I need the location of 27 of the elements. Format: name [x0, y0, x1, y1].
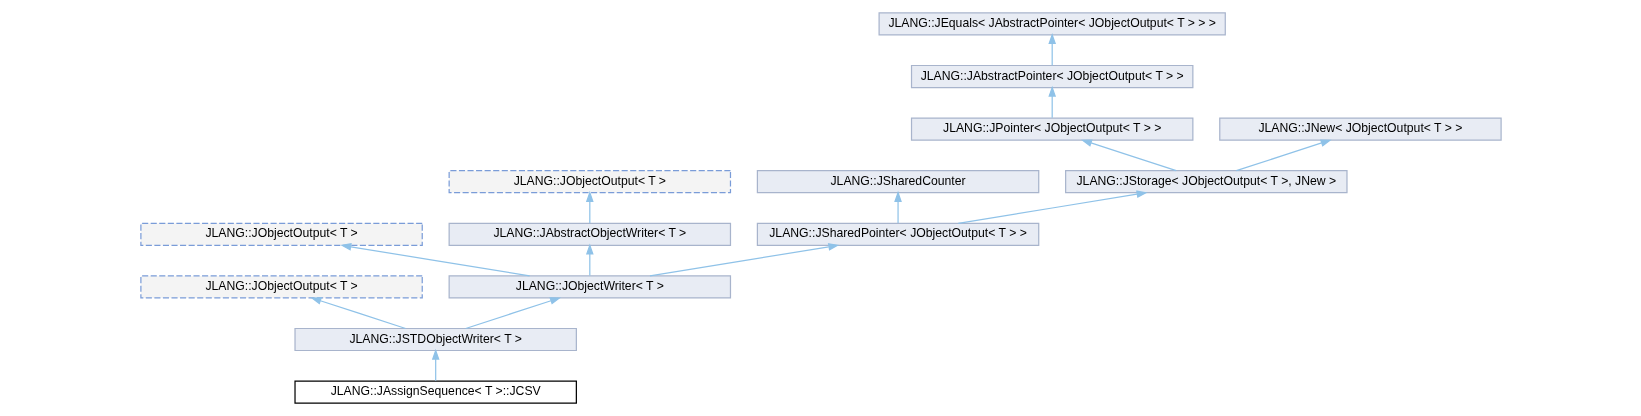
node-box: JLANG::JAbstractPointer< JObjectOutput< T > >	[910, 64, 1193, 89]
arrow	[893, 190, 902, 224]
node-box: JLANG::JObjectWriter< T >	[448, 275, 731, 299]
arrow	[309, 297, 406, 330]
node-box: JLANG::JAbstractObjectWriter< T >	[448, 222, 731, 246]
arrow	[1047, 33, 1056, 66]
node-box: JLANG::JSharedPointer< JObjectOutput< T > >	[756, 222, 1039, 246]
node-box: JLANG::JSharedCounter	[756, 170, 1039, 194]
arrow	[464, 297, 561, 330]
node-box: JLANG::JPointer< JObjectOutput< T > >	[910, 117, 1193, 141]
node-box: JLANG::JObjectOutput< T >	[139, 275, 423, 299]
node-box: JLANG::JEquals< JAbstractPointer< JObjectOutput< T > > >	[878, 12, 1226, 36]
node-box: JLANG::JAssignSequence< T >::JCSV	[293, 380, 577, 404]
arrow	[585, 243, 594, 277]
arrow	[957, 190, 1148, 224]
node-box: JLANG::JNew< JObjectOutput< T > >	[1218, 117, 1502, 141]
node-box: JLANG::JObjectOutput< T >	[448, 170, 731, 194]
node-box: JLANG::JSTDObjectWriter< T >	[293, 327, 577, 352]
arrow	[339, 243, 530, 277]
arrow	[1080, 139, 1177, 172]
arrow	[1047, 85, 1056, 119]
arrow	[585, 190, 594, 224]
arrow	[431, 348, 440, 382]
arrow	[648, 243, 839, 277]
node-box: JLANG::JObjectOutput< T >	[139, 222, 423, 246]
node-box: JLANG::JStorage< JObjectOutput< T >, JNew >	[1064, 170, 1348, 194]
arrow	[1235, 139, 1332, 172]
